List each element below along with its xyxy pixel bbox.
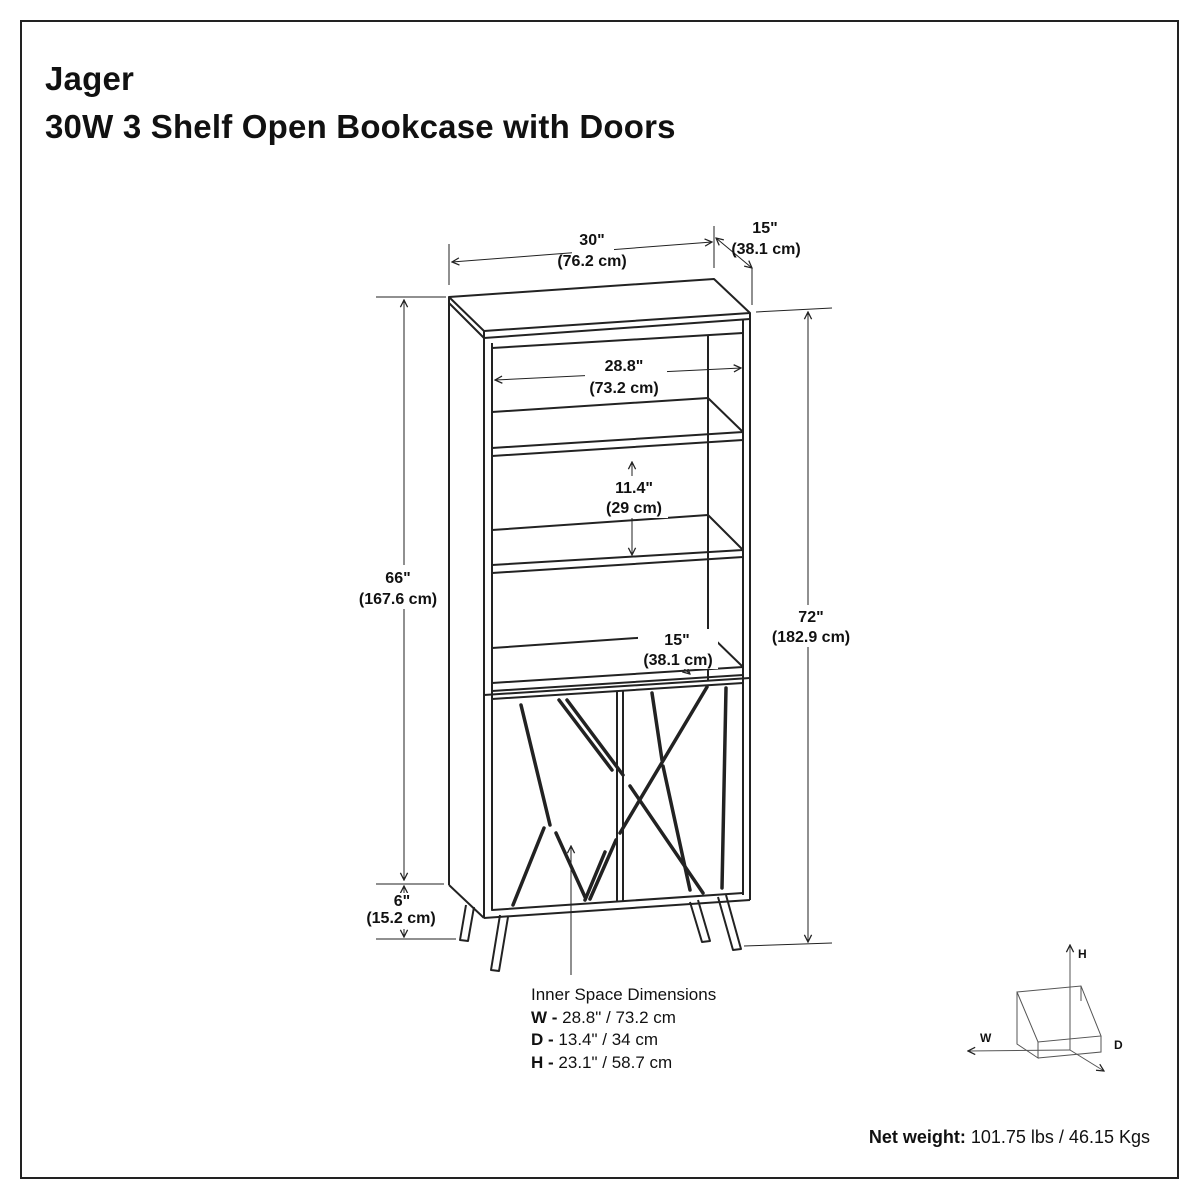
body-height-in: 66" [385,570,410,587]
inner-w-value: 28.8" / 73.2 cm [562,1007,676,1027]
shelf-2 [491,514,744,574]
inner-w-label: W - [531,1007,558,1027]
bookcase-illustration [448,278,751,972]
inner-space-block: Inner Space Dimensions W - 28.8" / 73.2 … [531,984,716,1074]
product-title: 30W 3 Shelf Open Bookcase with Doors [45,108,676,145]
axis-d-label: D [1114,1038,1123,1052]
depth-dimension [716,238,752,268]
leg-height-in: 6" [394,893,410,910]
door-pattern [511,685,728,907]
depth-in: 15" [752,220,777,237]
inner-space-row-w: W - 28.8" / 73.2 cm [531,1007,716,1030]
inner-h-label: H - [531,1052,554,1072]
net-weight: Net weight: 101.75 lbs / 46.15 Kgs [869,1127,1150,1148]
axis-h-label: H [1078,947,1087,961]
total-height-cm: (182.9 cm) [772,629,850,646]
inner-d-label: D - [531,1030,554,1049]
axis-legend [968,945,1104,1071]
net-weight-label: Net weight: [868,1127,966,1147]
dimension-lines [376,226,833,975]
top-panel-front-edge [483,318,751,339]
width-in: 30" [579,232,604,249]
inner-space-row-h: H - 23.1" / 58.7 cm [531,1052,716,1075]
inner-width-in: 28.8" [605,358,644,375]
net-weight-value: 101.75 lbs / 46.15 Kgs [970,1127,1150,1147]
inner-width-cm: (73.2 cm) [589,380,658,397]
legs [459,894,742,972]
total-height-in: 72" [798,609,823,626]
width-cm: (76.2 cm) [557,253,626,270]
inner-space-row-d: D - 13.4" / 34 cm [531,1029,716,1052]
axis-w-arrow [968,1050,1071,1051]
page-frame [20,20,1179,1179]
door-frame [491,682,744,911]
depth-cm: (38.1 cm) [731,241,800,258]
shelf-depth-cm: (38.1 cm) [643,652,712,669]
body-height-cm: (167.6 cm) [359,591,437,608]
axis-labels: H W D [980,947,1123,1052]
axis-d-arrow [1069,1049,1104,1071]
axis-w-label: W [980,1031,992,1045]
shelf-depth-in: 15" [664,632,689,649]
bottom-rail [483,899,751,919]
shelf-spacing-in: 11.4" [615,480,653,497]
inner-h-value: 23.1" / 58.7 cm [558,1052,673,1072]
top-panel-edge [448,297,485,339]
brand-title: Jager [45,60,135,97]
inner-d-value: 13.4" / 34 cm [558,1030,658,1049]
inner-space-heading: Inner Space Dimensions [531,985,717,1004]
leg-height-cm: (15.2 cm) [366,910,435,927]
dimension-labels: 30" (76.2 cm) 15" (38.1 cm) 66" (167.6 c… [352,220,854,929]
shelf-spacing-cm: (29 cm) [606,500,662,517]
shelf-1 [491,397,744,457]
